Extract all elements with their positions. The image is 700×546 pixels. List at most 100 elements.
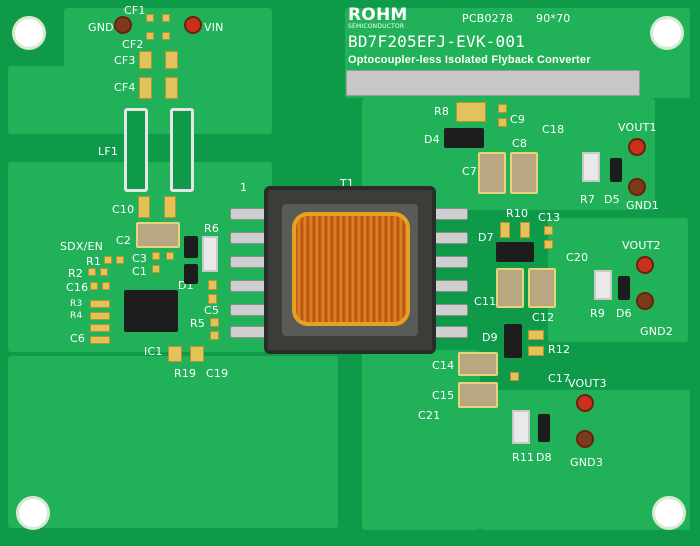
ic1-chip: [124, 290, 178, 332]
label-c21: C21: [418, 409, 441, 422]
r2-pad: [88, 268, 96, 276]
label-d9: D9: [482, 331, 498, 344]
label-r12: R12: [548, 343, 571, 356]
label-vout3: VOUT3: [568, 377, 607, 390]
c7-capacitor: [478, 152, 506, 194]
label-sdx-en: SDX/EN: [60, 240, 104, 253]
label-c14: C14: [432, 359, 455, 372]
cf1-pad: [162, 14, 170, 22]
r9-resistor: [594, 270, 612, 300]
d6-diode: [618, 276, 630, 300]
label-r10: R10: [506, 207, 529, 220]
label-cf2: CF2: [122, 38, 144, 51]
r7-resistor: [582, 152, 600, 182]
r5-pad: [210, 331, 219, 340]
c13-pad: [544, 240, 553, 249]
d8-diode: [538, 414, 550, 442]
cf4-pad: [165, 77, 178, 99]
t1-pin: [432, 326, 468, 338]
d5-diode: [610, 158, 622, 182]
label-r1: R1: [86, 255, 102, 268]
label-gnd: GND: [88, 21, 114, 34]
label-c9: C9: [510, 113, 526, 126]
t1-pin: [432, 304, 468, 316]
c9-pad: [498, 118, 507, 127]
label-r11: R11: [512, 451, 535, 464]
r19-pad: [168, 346, 182, 362]
label-d8: D8: [536, 451, 552, 464]
pcb-code: PCB0278: [462, 12, 514, 25]
c10-pad: [138, 196, 150, 218]
r4-pad: [90, 312, 110, 320]
board-model: BD7F205EFJ-EVK-001: [348, 32, 525, 51]
c6-pad: [90, 336, 110, 344]
vout1-terminal[interactable]: [628, 138, 646, 156]
lf1-choke-right: [170, 108, 194, 192]
label-d4: D4: [424, 133, 440, 146]
t1-pin: [230, 256, 266, 268]
board-subtitle: Optocoupler-less Isolated Flyback Conver…: [348, 54, 591, 66]
label-r9: R9: [590, 307, 606, 320]
c11-capacitor: [496, 268, 524, 308]
transformer-bobbin: [264, 186, 436, 354]
gnd3-terminal[interactable]: [576, 430, 594, 448]
label-c19: C19: [206, 367, 229, 380]
r10-pad: [520, 222, 530, 238]
r6-resistor: [202, 236, 218, 272]
label-c15: C15: [432, 389, 455, 402]
c4-pad: [208, 294, 217, 304]
label-cf3: CF3: [114, 54, 136, 67]
d9-diode: [504, 324, 522, 358]
t1-pin: [432, 232, 468, 244]
board-size: 90*70: [536, 12, 571, 25]
label-c12: C12: [532, 311, 555, 324]
vout3-terminal[interactable]: [576, 394, 594, 412]
brand-logo: ROHM: [348, 5, 408, 25]
label-d6: D6: [616, 307, 632, 320]
label-c11: C11: [474, 295, 497, 308]
c1-pad: [152, 265, 160, 273]
lf1-choke-left: [124, 108, 148, 192]
label-pin1: 1: [240, 181, 248, 194]
label-c18: C18: [542, 123, 565, 136]
label-gnd2: GND2: [640, 325, 674, 338]
copper-pour-primary-low: [8, 356, 338, 528]
transformer-winding: [292, 212, 410, 326]
label-c10: C10: [112, 203, 135, 216]
label-c7: C7: [462, 165, 478, 178]
label-r7: R7: [580, 193, 596, 206]
label-c1: C1: [132, 265, 148, 278]
vout2-terminal[interactable]: [636, 256, 654, 274]
cf1-pad: [146, 14, 154, 22]
gnd2-terminal[interactable]: [636, 292, 654, 310]
label-r2: R2: [68, 267, 84, 280]
brand-subtext: SEMICONDUCTOR: [348, 23, 405, 30]
d1-diode: [184, 264, 198, 284]
mounting-hole-top-left: [12, 16, 46, 50]
label-r3: R3: [70, 299, 83, 309]
gnd1-terminal[interactable]: [628, 178, 646, 196]
vin-terminal[interactable]: [184, 16, 202, 34]
gnd-terminal[interactable]: [114, 16, 132, 34]
label-cf4: CF4: [114, 81, 136, 94]
copper-pour-input-top: [64, 8, 272, 134]
label-c3: C3: [132, 252, 148, 265]
c3-pad: [166, 252, 174, 260]
r1-pad: [116, 256, 124, 264]
d4-diode: [444, 128, 484, 148]
label-r5: R5: [190, 317, 206, 330]
label-gnd3: GND3: [570, 456, 604, 469]
c10-pad: [164, 196, 176, 218]
r2-pad: [100, 268, 108, 276]
label-vout1: VOUT1: [618, 121, 657, 134]
label-r8: R8: [434, 105, 450, 118]
label-r19: R19: [174, 367, 197, 380]
c3-pad: [152, 252, 160, 260]
label-c5: C5: [204, 304, 220, 317]
r10-pad: [500, 222, 510, 238]
t1-pin: [230, 304, 266, 316]
c14-capacitor: [458, 352, 498, 376]
label-d5: D5: [604, 193, 620, 206]
d7-diode: [496, 242, 534, 262]
